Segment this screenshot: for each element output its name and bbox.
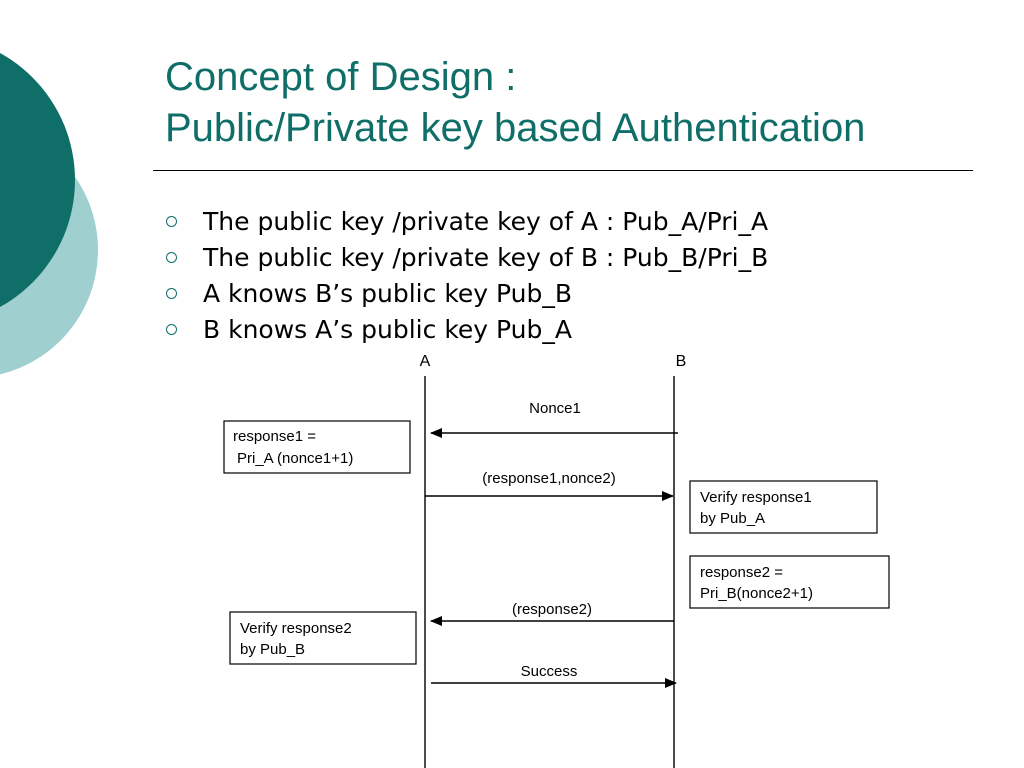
hollow-circle-icon (166, 252, 177, 263)
note-verify1-line2: by Pub_A (700, 510, 765, 527)
message-success-label: Success (521, 663, 578, 680)
note-response1 (223, 420, 411, 474)
hollow-circle-icon (166, 216, 177, 227)
dark-circle (0, 53, 75, 307)
bullet-item: B knows A’s public key Pub_A (165, 312, 768, 348)
bullet-item: The public key /private key of B : Pub_B… (165, 240, 768, 276)
note-verify2-line1: Verify response2 (240, 620, 352, 637)
party-b-label: B (676, 353, 687, 370)
note-response2-line1: response2 = (700, 564, 783, 581)
bullet-text: The public key /private key of B : Pub_B… (203, 243, 769, 272)
bullet-list: The public key /private key of A : Pub_A… (165, 204, 768, 348)
title-divider (153, 170, 973, 171)
bullet-item: The public key /private key of A : Pub_A… (165, 204, 768, 240)
note-verify-response2 (229, 611, 417, 665)
note-response1-line1: response1 = (233, 428, 316, 445)
sequence-diagram: A B Nonce1 response1 = Pri_A (nonce1+1) … (223, 353, 890, 768)
bullet-text: The public key /private key of A : Pub_A… (203, 207, 769, 236)
slide-title: Concept of Design : Public/Private key b… (165, 52, 865, 154)
note-response1-line2: Pri_A (nonce1+1) (237, 450, 353, 467)
decorative-circles (0, 53, 98, 375)
note-verify-response1 (689, 480, 878, 534)
note-response2 (689, 555, 890, 609)
slide-title-line-2: Public/Private key based Authentication (165, 106, 866, 150)
hollow-circle-icon (166, 288, 177, 299)
message-response1-nonce2-label: (response1,nonce2) (482, 470, 615, 487)
message-nonce1-label: Nonce1 (529, 400, 581, 417)
bullet-text: A knows B’s public key Pub_B (203, 279, 573, 308)
bullet-text: B knows A’s public key Pub_A (203, 315, 572, 344)
note-response2-line2: Pri_B(nonce2+1) (700, 585, 813, 602)
bullet-item: A knows B’s public key Pub_B (165, 276, 768, 312)
hollow-circle-icon (166, 324, 177, 335)
slide-title-line-1: Concept of Design : (165, 55, 517, 99)
message-response2-label: (response2) (512, 601, 592, 618)
note-verify1-line1: Verify response1 (700, 489, 812, 506)
party-a-label: A (420, 353, 431, 370)
note-verify2-line2: by Pub_B (240, 641, 305, 658)
